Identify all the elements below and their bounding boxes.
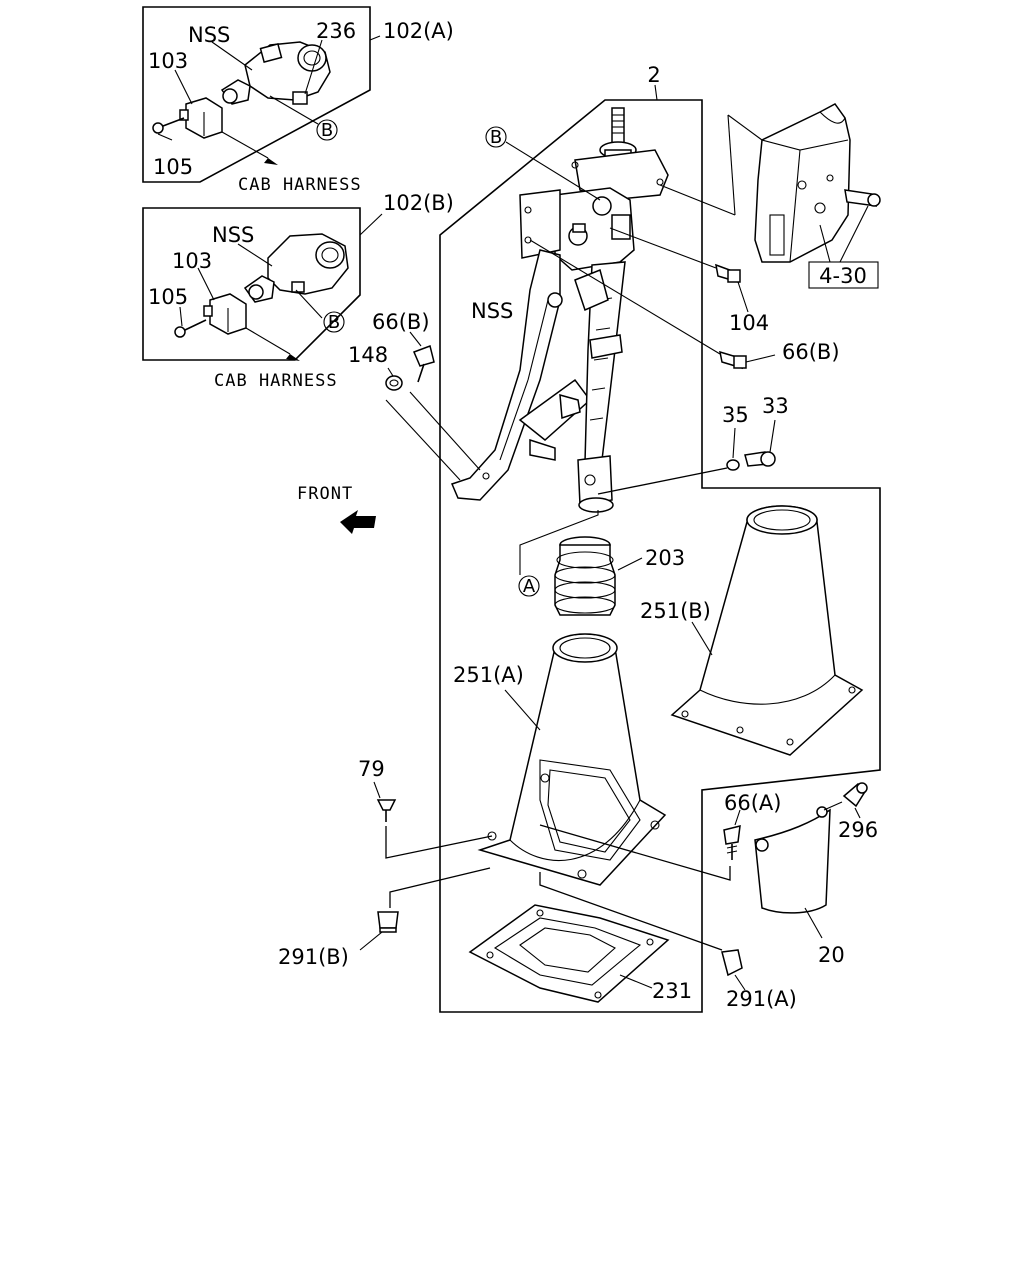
circle-b-inset-a: B [316, 119, 338, 141]
label-105-a: 105 [153, 155, 193, 179]
ref-box-4-30 [808, 261, 879, 289]
label-296: 296 [838, 818, 878, 842]
connector-103-b [203, 293, 247, 335]
bolt-66b-right [719, 350, 747, 370]
shift-lever-assembly [450, 107, 669, 513]
label-35: 35 [722, 403, 749, 427]
label-20: 20 [818, 943, 845, 967]
bolt-105-b [174, 319, 207, 338]
label-105-b: 105 [148, 285, 188, 309]
bracket-4-30 [659, 103, 881, 263]
front-arrow [340, 510, 376, 534]
inset-102a [142, 6, 381, 183]
screw-79 [376, 799, 397, 822]
label-251a: 251(A) [453, 663, 524, 687]
nut-148 [385, 375, 403, 391]
label-236: 236 [316, 19, 356, 43]
connector-103-a [179, 97, 223, 139]
label-148: 148 [348, 343, 388, 367]
washer-35 [726, 459, 740, 471]
label-nss-2: NSS [212, 223, 254, 247]
circle-b-main: B [485, 126, 507, 148]
bolt-104 [715, 263, 741, 284]
label-102b: 102(B) [383, 191, 454, 215]
label-231: 231 [652, 979, 692, 1003]
grommet-291b [377, 911, 399, 933]
label-cab-harness-2: CAB HARNESS [214, 371, 338, 391]
clip-291a [721, 949, 743, 977]
label-33: 33 [762, 394, 789, 418]
circle-a-text: A [523, 576, 536, 597]
inset-102b [142, 207, 383, 361]
label-nss-3: NSS [471, 299, 513, 323]
circle-b-text-3: B [490, 127, 502, 148]
label-front: FRONT [297, 484, 353, 504]
fastener-296 [842, 782, 868, 808]
screw-66a [723, 825, 741, 860]
cover-20 [754, 806, 831, 914]
circle-a-main: A [518, 575, 540, 597]
label-103-a: 103 [148, 49, 188, 73]
plate-231 [468, 904, 670, 1003]
label-103-b: 103 [172, 249, 212, 273]
label-2: 2 [647, 63, 660, 87]
label-66b-right: 66(B) [782, 340, 840, 364]
nss-switch-a [220, 41, 331, 105]
label-66a: 66(A) [724, 791, 781, 815]
label-291a: 291(A) [726, 987, 797, 1011]
label-291b: 291(B) [278, 945, 349, 969]
label-cab-harness-1: CAB HARNESS [238, 175, 362, 195]
bolt-33 [744, 451, 776, 467]
boot-203 [554, 536, 616, 616]
label-79: 79 [358, 757, 385, 781]
label-nss-1: NSS [188, 23, 230, 47]
label-104: 104 [729, 311, 769, 335]
circle-b-text-1: B [321, 120, 333, 141]
label-66b-left: 66(B) [372, 310, 430, 334]
bolt-105-a [152, 117, 185, 134]
assembly-2-outline [439, 99, 881, 1013]
label-203: 203 [645, 546, 685, 570]
nss-switch-b [243, 233, 349, 303]
boot-251a [477, 633, 667, 886]
circle-b-text-2: B [328, 312, 340, 333]
label-251b: 251(B) [640, 599, 711, 623]
bolt-66b-left [413, 345, 435, 383]
label-4-30: 4-30 [819, 264, 867, 288]
boot-251b [670, 505, 864, 756]
label-102a: 102(A) [383, 19, 454, 43]
circle-b-inset-b: B [323, 311, 345, 333]
